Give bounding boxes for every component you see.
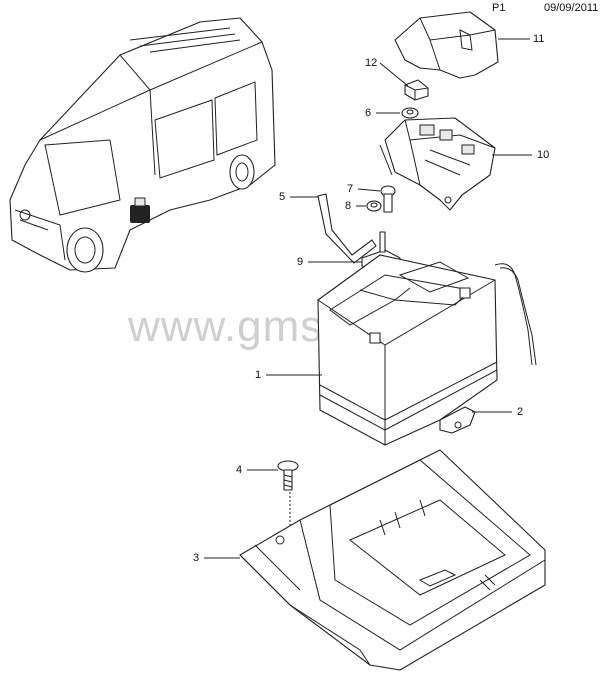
part-4-bolt [277,460,299,525]
part-1-battery [317,254,498,446]
part-12-clip [404,79,429,101]
callout-4: 4 [236,464,243,476]
part-10-fusebox [379,117,496,211]
van-illustration [9,17,276,273]
callout-1: 1 [255,369,262,381]
part-8-nut [366,200,382,212]
part-7-nut [380,185,396,213]
callout-9: 9 [297,256,304,268]
part-3-tray [239,449,546,671]
callout-8: 8 [345,200,352,212]
part-2-bracket [439,406,476,434]
callout-2: 2 [517,406,524,418]
diagram-date: 09/09/2011 [544,2,599,14]
callout-10: 10 [537,149,550,161]
callout-3: 3 [193,552,200,564]
callout-11: 11 [533,33,545,45]
callout-12: 12 [365,57,378,69]
callout-7: 7 [347,183,354,195]
callout-6: 6 [365,107,372,119]
page-id: P1 [492,2,506,14]
part-5-strap [317,193,377,264]
cable [494,263,537,366]
callout-5: 5 [279,191,286,203]
part-6-nut [401,107,419,119]
part-11-cover [394,11,499,79]
